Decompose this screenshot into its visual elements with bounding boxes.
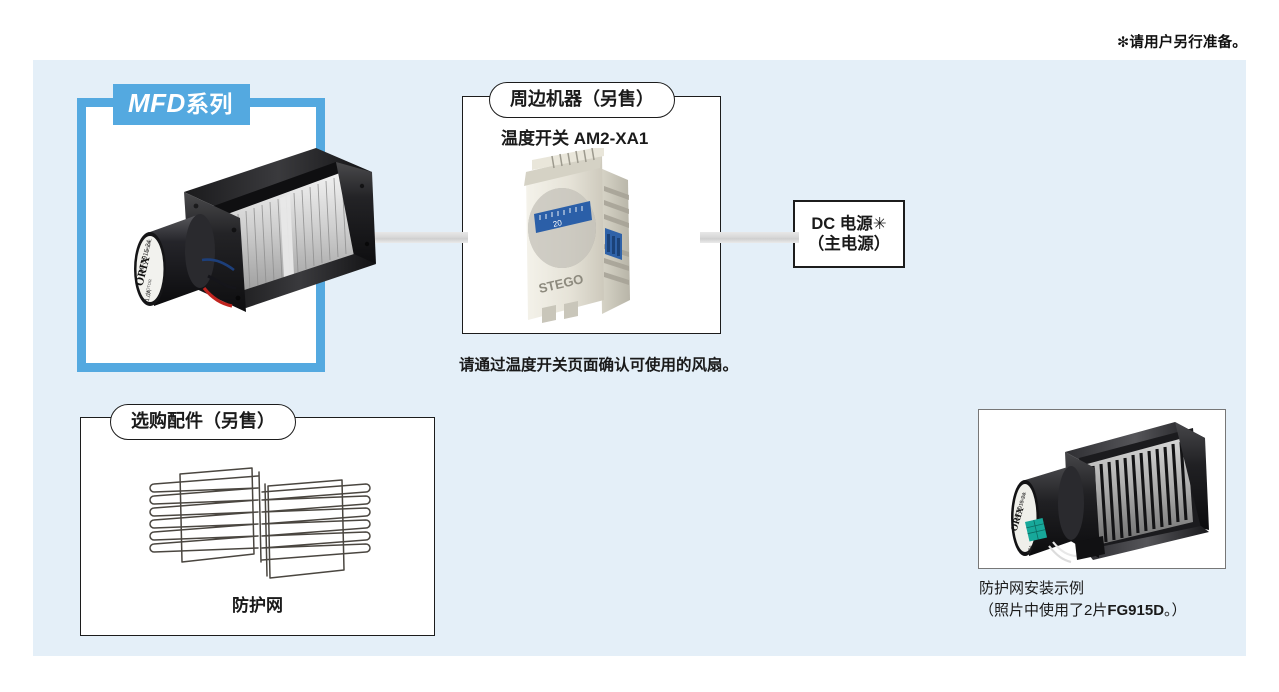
caption-line1: 防护网安装示例 — [979, 580, 1085, 597]
dc-power-line1: DC 电源✳ — [811, 214, 887, 233]
svg-text:20: 20 — [552, 218, 563, 229]
mfd-fan-photo: MODEL MFD915-24 ORIX MOTOR 1.0A — [104, 136, 394, 341]
connector-fan-to-switch — [322, 232, 468, 243]
optional-accessories-pill-label: 选购配件（另售） — [110, 404, 296, 440]
connector-switch-to-power — [700, 232, 799, 243]
user-prepared-note: ✻请用户另行准备。 — [1117, 35, 1247, 51]
finger-guard-caption: 防护网 — [232, 596, 283, 615]
caption-line2-post: 。） — [1164, 601, 1187, 619]
guard-installation-photo: MODEL MFD915-24 ORIX 1.0A — [979, 410, 1225, 568]
temperature-switch-title: 温度开关 AM2-XA1 — [501, 129, 649, 148]
caption-line2-pre: （照片中使用了2片 — [979, 601, 1108, 619]
guard-installation-caption: 防护网安装示例 （照片中使用了2片FG915D。） — [979, 578, 1187, 622]
peripheral-device-pill-label: 周边机器（另售） — [489, 82, 675, 118]
guard-installation-photo-frame: MODEL MFD915-24 ORIX 1.0A — [978, 409, 1226, 569]
finger-guard-drawing — [140, 462, 385, 592]
temperature-switch-photo: 20 STEGO — [512, 146, 662, 332]
dc-power-box: DC 电源✳ （主电源） — [793, 200, 905, 268]
svg-text:MODEL: MODEL — [1019, 491, 1027, 504]
mfd-tag-cjk: 系列 — [185, 91, 233, 117]
caption-line2: （照片中使用了2片FG915D。） — [979, 600, 1187, 622]
optional-accessories-box: 防护网 — [80, 417, 435, 636]
temperature-switch-note: 请通过温度开关页面确认可使用的风扇。 — [459, 357, 739, 374]
svg-text:MOTOR: MOTOR — [144, 279, 153, 295]
mfd-tag-latin: MFD — [128, 88, 186, 118]
caption-line2-model: FG915D — [1107, 601, 1165, 619]
dc-power-line2: （主电源） — [807, 235, 891, 253]
svg-text:MODEL: MODEL — [144, 237, 153, 253]
mfd-series-tag: MFD系列 — [113, 84, 250, 126]
svg-text:1.0A: 1.0A — [1026, 544, 1033, 554]
svg-text:1.0A: 1.0A — [145, 289, 154, 302]
